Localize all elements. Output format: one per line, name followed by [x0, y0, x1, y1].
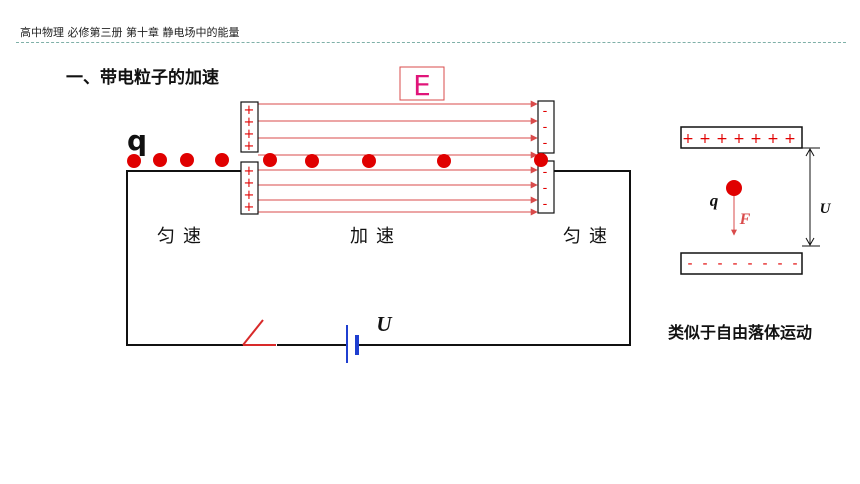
analogy-voltage-label: U: [820, 201, 832, 217]
right-plate-upper: [537, 100, 555, 154]
minus-sign: -: [732, 256, 737, 272]
analogy-charge-label: q: [710, 191, 719, 210]
left-plate-upper: [240, 101, 259, 153]
minus-sign: -: [747, 256, 752, 272]
minus-sign: -: [543, 104, 548, 119]
analogy-top-plate: [680, 126, 803, 149]
plus-sign: +: [767, 131, 779, 147]
plus-sign: +: [244, 176, 255, 191]
plus-sign: +: [244, 188, 255, 203]
plus-sign: +: [699, 131, 711, 147]
minus-sign: -: [687, 256, 692, 272]
plus-sign: +: [244, 127, 255, 142]
analogy-caption: 类似于自由落体运动: [668, 323, 813, 342]
force-label: F: [739, 211, 751, 228]
field-label: E: [413, 69, 431, 102]
particle: [263, 153, 277, 167]
minus-sign: -: [762, 256, 767, 272]
particle: [127, 154, 141, 168]
particle: [305, 154, 319, 168]
left-plate-lower: [240, 161, 259, 215]
switch: [242, 319, 276, 346]
field-lines-lower: [258, 166, 538, 216]
minus-sign: -: [543, 165, 548, 180]
minus-sign: -: [777, 256, 782, 272]
plus-sign: +: [244, 164, 255, 179]
particle: [437, 154, 451, 168]
plus-sign: +: [682, 131, 694, 147]
distance-bracket: [802, 147, 820, 247]
breadcrumb: 高中物理 必修第三册 第十章 静电场中的能量: [20, 26, 240, 39]
minus-sign: -: [543, 136, 548, 151]
field-label-box: [399, 66, 445, 101]
particle: [153, 153, 167, 167]
particle: [534, 153, 548, 167]
plus-sign: +: [784, 131, 796, 147]
charge-label: q: [127, 124, 147, 157]
circuit-wires: [126, 170, 631, 346]
particle: [180, 153, 194, 167]
field-lines-upper: [258, 100, 538, 159]
section-title: 一、带电粒子的加速: [66, 68, 219, 88]
minus-sign: -: [543, 120, 548, 135]
battery: [346, 325, 359, 363]
region-label-middle: 加速: [350, 226, 402, 247]
minus-sign: -: [792, 256, 797, 272]
voltage-label: U: [376, 312, 393, 336]
analogy-bottom-plate: [680, 252, 803, 275]
plus-sign: +: [750, 131, 762, 147]
plus-sign: +: [716, 131, 728, 147]
particle: [215, 153, 229, 167]
minus-sign: -: [543, 181, 548, 196]
particle-positions: [127, 153, 548, 168]
analogy-particle: [726, 180, 742, 196]
header-divider: [16, 42, 846, 43]
minus-sign: -: [543, 197, 548, 212]
minus-sign: -: [702, 256, 707, 272]
plus-sign: +: [244, 139, 255, 154]
region-label-right: 匀速: [563, 226, 615, 247]
minus-sign: -: [717, 256, 722, 272]
plus-sign: +: [244, 103, 255, 118]
region-label-left: 匀速: [157, 226, 209, 247]
particle: [362, 154, 376, 168]
plus-sign: +: [733, 131, 745, 147]
plus-sign: +: [244, 200, 255, 215]
plus-sign: +: [244, 115, 255, 130]
